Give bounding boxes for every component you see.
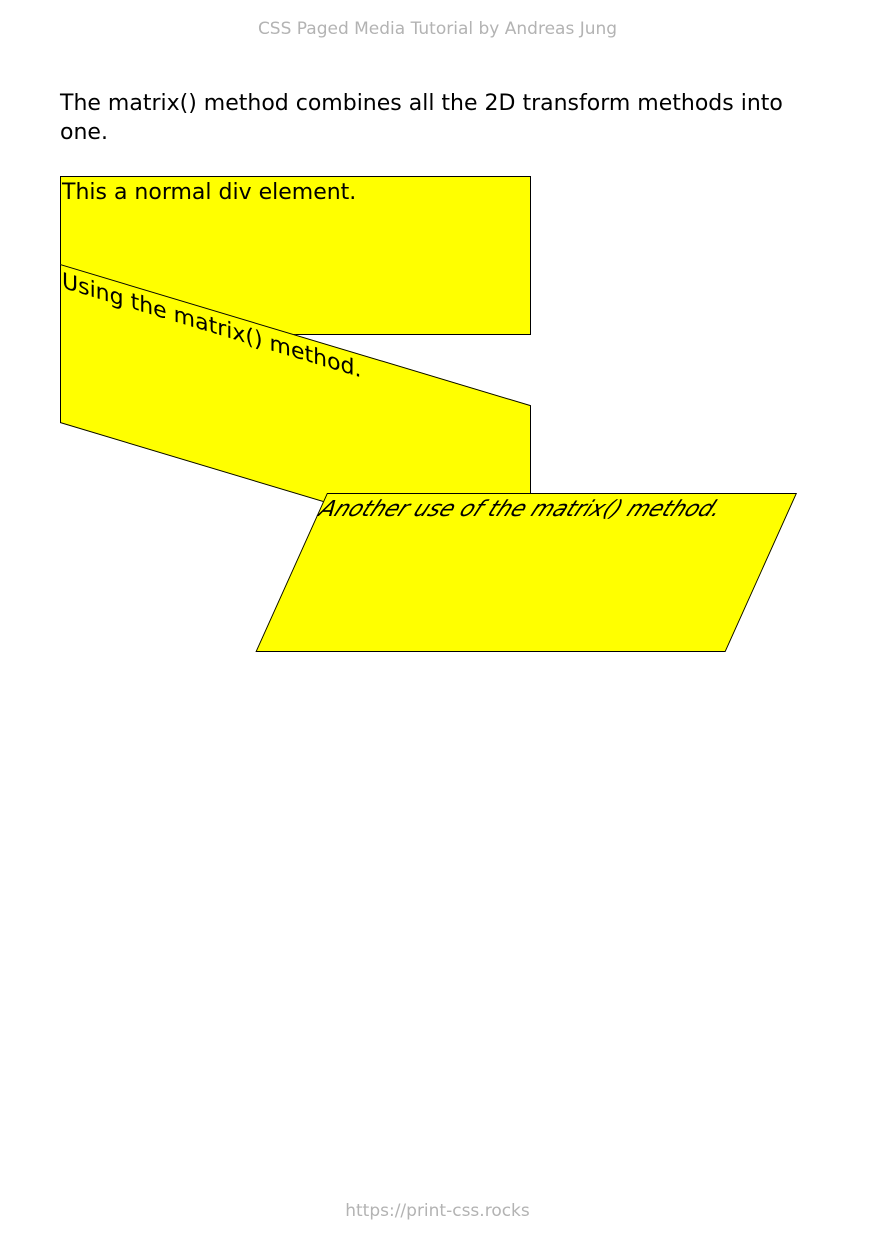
- matrix-div-box-2: Another use of the matrix() method.: [255, 493, 797, 652]
- running-footer: https://print-css.rocks: [345, 1201, 530, 1221]
- running-header: CSS Paged Media Tutorial by Andreas Jung: [257, 19, 618, 39]
- matrix-div-2-text: Another use of the matrix() method.: [314, 497, 726, 522]
- intro-paragraph: The matrix() method combines all the 2D …: [60, 91, 783, 145]
- normal-div-text: This a normal div element.: [62, 180, 357, 205]
